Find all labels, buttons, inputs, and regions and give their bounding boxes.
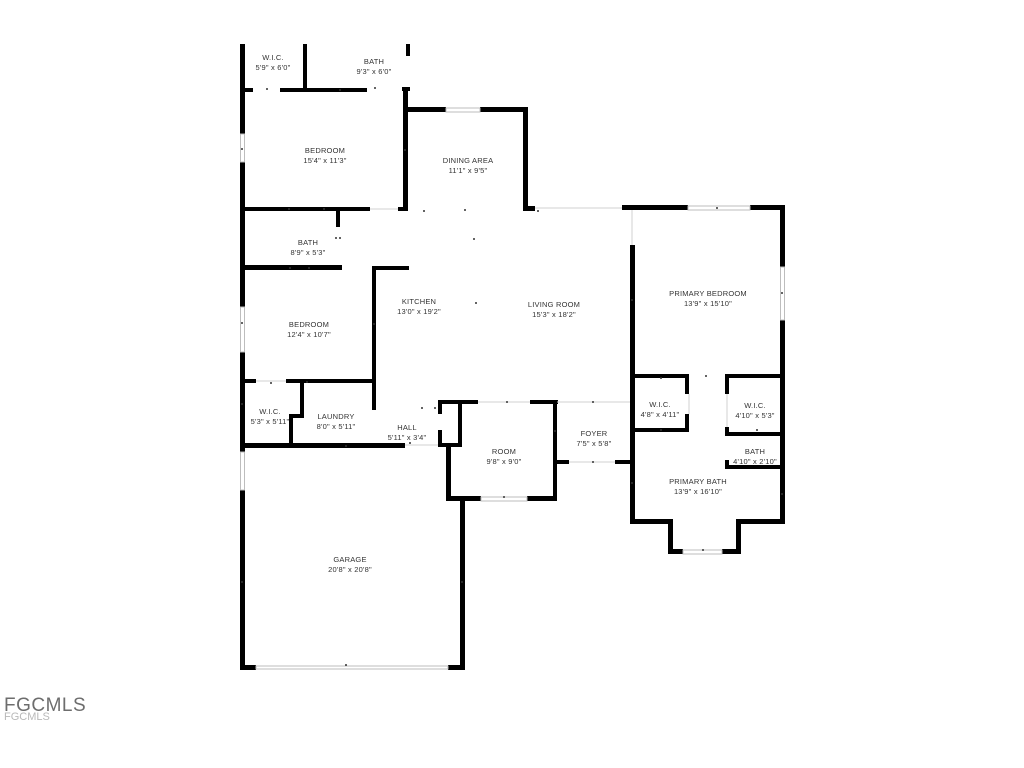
room-label-wic-primary-2: W.I.C. 4'10" x 5'3": [735, 401, 774, 421]
room-name: KITCHEN: [401, 297, 437, 306]
room-label-primary-bath: PRIMARY BATH 13'9" x 16'10": [669, 477, 727, 497]
room-label-kitchen: KITCHEN 13'0" x 19'2": [397, 297, 441, 317]
room-name: W.I.C.: [259, 407, 281, 416]
room-name: BEDROOM: [288, 320, 330, 329]
room-name: BATH: [744, 447, 766, 456]
room-name: DINING AREA: [442, 156, 494, 165]
room-label-living-room: LIVING ROOM 15'3" x 18'2": [528, 300, 580, 320]
room-label-bath-2: BATH 8'9" x 5'3": [291, 238, 326, 258]
room-dimensions: 11'1" x 9'5": [448, 166, 488, 175]
room-dimensions: 9'8" x 9'0": [486, 457, 522, 466]
room-dimensions: 7'5" x 5'8": [576, 439, 612, 448]
room-dimensions: 4'8" x 4'11": [640, 410, 680, 419]
room-label-foyer: FOYER 7'5" x 5'8": [577, 429, 612, 449]
room-name: HALL: [397, 423, 417, 432]
room-name: PRIMARY BEDROOM: [669, 289, 747, 298]
room-label-wic-left: W.I.C. 5'3" x 5'11": [251, 407, 290, 427]
room-label-primary-bedroom: PRIMARY BEDROOM 13'9" x 15'10": [669, 289, 747, 309]
room-name: GARAGE: [333, 555, 367, 564]
room-name: BATH: [363, 57, 385, 66]
room-label-room: ROOM 9'8" x 9'0": [487, 447, 522, 467]
room-name: BATH: [297, 238, 319, 247]
room-dimensions: 5'3" x 5'11": [250, 417, 290, 426]
room-dimensions: 5'9" x 6'0": [255, 63, 291, 72]
room-label-wic-primary-1: W.I.C. 4'8" x 4'11": [641, 400, 680, 420]
mls-watermark-shadow: FGCMLS: [4, 711, 50, 723]
room-dimensions: 8'0" x 5'11": [316, 422, 356, 431]
room-name: BEDROOM: [304, 146, 346, 155]
room-dimensions: 4'10" x 2'10": [733, 457, 777, 466]
room-name: PRIMARY BATH: [669, 477, 727, 486]
room-name: LAUNDRY: [317, 412, 355, 421]
room-dimensions: 15'3" x 18'2": [532, 310, 576, 319]
room-label-hall: HALL 5'11" x 3'4": [388, 423, 427, 443]
room-label-wic-top: W.I.C. 5'9" x 6'0": [256, 53, 291, 73]
room-label-laundry: LAUNDRY 8'0" x 5'11": [317, 412, 356, 432]
room-dimensions: 13'9" x 16'10": [673, 487, 723, 496]
room-dimensions: 20'8" x 20'8": [328, 565, 372, 574]
room-name: W.I.C.: [744, 401, 766, 410]
room-name: W.I.C.: [262, 53, 284, 62]
room-label-bath-top: BATH 9'3" x 6'0": [357, 57, 392, 77]
room-name: ROOM: [491, 447, 517, 456]
room-label-bedroom-1: BEDROOM 15'4" x 11'3": [303, 146, 346, 166]
mls-watermark: FGCMLS: [4, 695, 87, 716]
room-dimensions: 15'4" x 11'3": [303, 156, 347, 165]
room-dimensions: 4'10" x 5'3": [735, 411, 775, 420]
room-dimensions: 12'4" x 10'7": [287, 330, 331, 339]
room-name: LIVING ROOM: [527, 300, 581, 309]
room-label-bedroom-2: BEDROOM 12'4" x 10'7": [287, 320, 331, 340]
room-dimensions: 9'3" x 6'0": [356, 67, 392, 76]
room-label-bath-primary-small: BATH 4'10" x 2'10": [733, 447, 777, 467]
room-name: FOYER: [580, 429, 608, 438]
room-name: W.I.C.: [649, 400, 671, 409]
room-dimensions: 13'0" x 19'2": [397, 307, 441, 316]
room-dimensions: 5'11" x 3'4": [387, 433, 427, 442]
room-dimensions: 13'9" x 15'10": [683, 299, 733, 308]
room-label-dining-area: DINING AREA 11'1" x 9'5": [443, 156, 494, 176]
room-dimensions: 8'9" x 5'3": [290, 248, 326, 257]
room-label-garage: GARAGE 20'8" x 20'8": [328, 555, 372, 575]
